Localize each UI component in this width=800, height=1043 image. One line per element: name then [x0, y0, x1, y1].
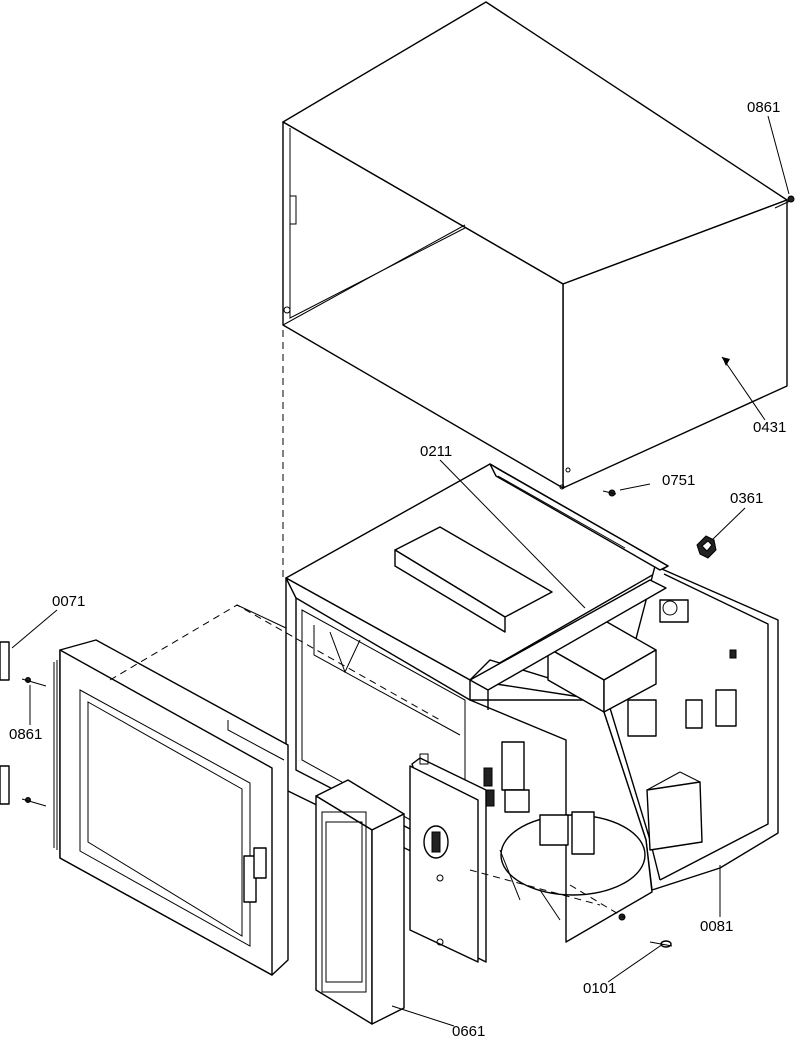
label-control-panel: 0661: [452, 1023, 485, 1040]
label-knob-0361: 0361: [730, 490, 763, 507]
control-plate: [409, 753, 487, 963]
label-foot-0101: 0101: [583, 980, 616, 997]
label-base-frame: 0211: [420, 443, 452, 460]
leader-lines: [11, 115, 790, 1027]
cabinet-cover: [282, 1, 788, 490]
foot-0101: [618, 913, 673, 948]
label-hinge-screw: 0861: [9, 726, 42, 743]
chassis-frame: [285, 463, 779, 943]
label-screw-0751: 0751: [662, 472, 695, 489]
label-cabinet-cover: 0431: [753, 419, 786, 436]
knob-0361: [696, 535, 717, 559]
arrowhead: [722, 357, 730, 366]
label-door-assembly: 0081: [700, 918, 733, 935]
label-hinge-0071: 0071: [52, 593, 85, 610]
hinges: [0, 641, 47, 807]
label-cover-screw: 0861: [747, 99, 780, 116]
cover-screw: [774, 195, 795, 209]
door-assembly: [53, 604, 441, 976]
assembly-guides: [282, 330, 626, 919]
screw-0751: [602, 489, 617, 497]
control-panel: [315, 779, 405, 1025]
